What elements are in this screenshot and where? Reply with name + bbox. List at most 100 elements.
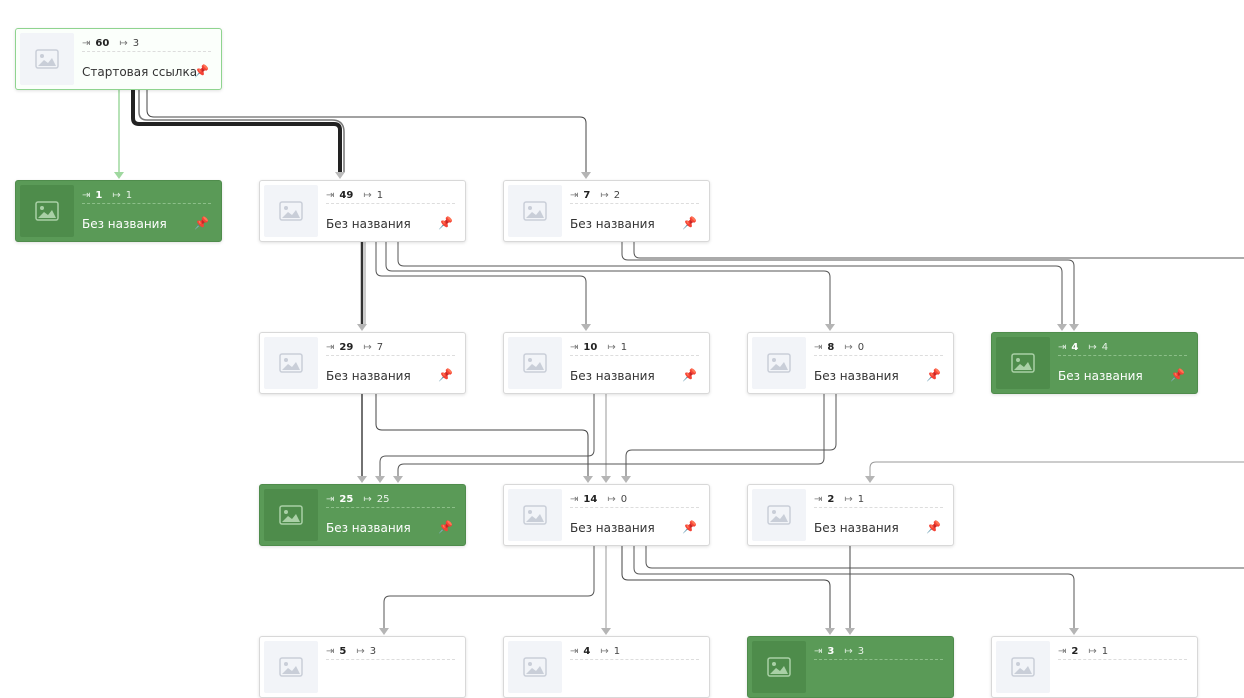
- node-stats: ⇥60↦3: [82, 35, 211, 52]
- exit-icon: ↦: [363, 493, 372, 505]
- inbound-count: 10: [583, 341, 598, 353]
- node-stats: ⇥49↦1: [326, 187, 455, 204]
- outbound-count: 2: [613, 189, 621, 201]
- inbound-count: 25: [339, 493, 354, 505]
- edge-start-to-node2-b: [138, 89, 345, 173]
- edge-node6-to-node8: [397, 393, 825, 477]
- arrowhead: [357, 324, 367, 331]
- flow-node[interactable]: ⇥5 ↦3: [259, 636, 466, 698]
- exit-icon: ↦: [844, 493, 853, 505]
- outbound-count: 0: [620, 493, 628, 505]
- edge-offscreen-to-node10: [869, 461, 1244, 477]
- pin-icon[interactable]: 📌: [682, 368, 697, 382]
- inbound-stat: ⇥3: [814, 646, 834, 657]
- inbound-count: 8: [827, 341, 835, 353]
- outbound-stat: ↦1: [844, 494, 864, 505]
- inbound-stat: ⇥60: [82, 38, 109, 49]
- node-title: Стартовая ссылка: [82, 65, 198, 79]
- inbound-stat: ⇥14: [570, 494, 597, 505]
- image-placeholder-icon: [508, 185, 562, 237]
- pin-icon[interactable]: 📌: [682, 216, 697, 230]
- outbound-count: 1: [620, 341, 628, 353]
- pin-icon[interactable]: 📌: [438, 368, 453, 382]
- arrowhead: [621, 476, 631, 483]
- edges-layer: [114, 88, 1244, 635]
- edge-node6-to-node9: [625, 393, 837, 477]
- pin-icon[interactable]: 📌: [926, 520, 941, 534]
- arrowhead: [1069, 324, 1079, 331]
- pin-icon[interactable]: 📌: [194, 216, 209, 230]
- enter-icon: ⇥: [326, 645, 335, 657]
- image-placeholder-icon: [752, 337, 806, 389]
- edge-start-to-node3: [146, 89, 587, 173]
- edge-node5-to-node8: [379, 393, 595, 477]
- outbound-stat: ↦0: [607, 494, 627, 505]
- outbound-count: 3: [369, 645, 377, 657]
- edge-node3-offscreen: [633, 241, 1244, 259]
- inbound-stat: ⇥5: [326, 646, 346, 657]
- pin-icon[interactable]: 📌: [194, 64, 209, 78]
- node-stats: ⇥5 ↦3: [326, 643, 455, 660]
- image-placeholder-icon: [996, 337, 1050, 389]
- flow-node[interactable]: ⇥2↦1: [991, 636, 1198, 698]
- edge-node9-offscreen: [645, 545, 1244, 569]
- inbound-stat: ⇥10: [570, 342, 597, 353]
- edge-node9-to-node11: [383, 545, 595, 629]
- outbound-stat: ↦1: [112, 190, 132, 201]
- edge-node4-to-node9: [375, 393, 589, 477]
- node-title: Без названия: [570, 217, 655, 231]
- node-stats: ⇥4↦1: [570, 643, 699, 660]
- outbound-stat: ↦3: [356, 646, 376, 657]
- arrowhead: [1057, 324, 1067, 331]
- node-title: Без названия: [326, 369, 411, 383]
- outbound-count: 1: [1101, 645, 1109, 657]
- pin-icon[interactable]: 📌: [438, 520, 453, 534]
- enter-icon: ⇥: [326, 341, 335, 353]
- image-placeholder-icon: [508, 337, 562, 389]
- inbound-count: 7: [583, 189, 591, 201]
- outbound-stat: ↦1: [1088, 646, 1108, 657]
- pin-icon[interactable]: 📌: [682, 520, 697, 534]
- node-title: Без названия: [814, 369, 899, 383]
- pin-icon[interactable]: 📌: [1170, 368, 1185, 382]
- outbound-count: 1: [857, 493, 865, 505]
- edge-node9-to-node14: [633, 545, 1075, 629]
- arrowhead: [581, 172, 591, 179]
- flow-node[interactable]: ⇥3↦3: [747, 636, 954, 698]
- arrowhead: [393, 476, 403, 483]
- node-stats: ⇥25↦25: [326, 491, 455, 508]
- exit-icon: ↦: [1088, 341, 1097, 353]
- pin-icon[interactable]: 📌: [438, 216, 453, 230]
- enter-icon: ⇥: [326, 189, 335, 201]
- arrowhead: [581, 324, 591, 331]
- outbound-count: 4: [1101, 341, 1109, 353]
- outbound-count: 25: [376, 493, 390, 505]
- outbound-stat: ↦1: [607, 342, 627, 353]
- inbound-stat: ⇥29: [326, 342, 353, 353]
- inbound-count: 2: [827, 493, 835, 505]
- flow-node[interactable]: ⇥4↦1: [503, 636, 710, 698]
- node-title: Без названия: [82, 217, 167, 231]
- image-placeholder-icon: [20, 33, 74, 85]
- image-placeholder-icon: [752, 641, 806, 693]
- node-stats: ⇥14 ↦0: [570, 491, 699, 508]
- inbound-count: 3: [827, 645, 835, 657]
- outbound-stat: ↦1: [600, 646, 620, 657]
- pin-icon[interactable]: 📌: [926, 368, 941, 382]
- edge-node9-to-node13: [621, 545, 831, 629]
- node-title: Без названия: [814, 521, 899, 535]
- arrowhead: [335, 172, 345, 179]
- node-title: Без названия: [326, 217, 411, 231]
